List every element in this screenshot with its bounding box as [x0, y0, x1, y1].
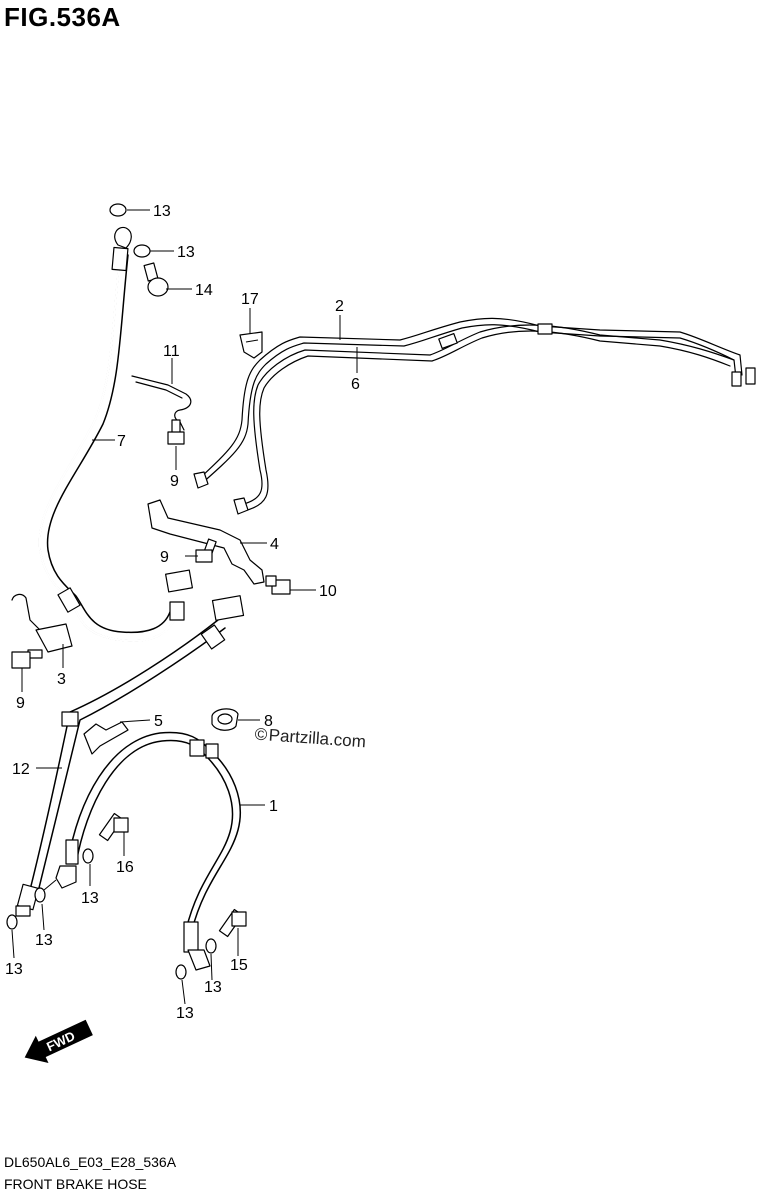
figure-title: FIG.536A — [4, 2, 121, 32]
callout-13c: 13 — [81, 890, 99, 907]
bolt-14[interactable] — [143, 262, 169, 297]
washer-13c — [82, 848, 94, 864]
callout-13f: 13 — [204, 979, 222, 996]
clamp-8[interactable] — [211, 708, 239, 731]
figure-code: DL650AL6_E03_E28_536A — [4, 1154, 177, 1170]
callout-16: 16 — [116, 859, 134, 876]
clamp-5[interactable] — [83, 721, 129, 755]
bracket-11[interactable] — [131, 375, 192, 431]
fwd-label: FWD — [44, 1028, 77, 1054]
washer-13e — [6, 914, 18, 930]
callout-5: 5 — [154, 713, 163, 730]
callout-3: 3 — [57, 671, 66, 688]
callout-15: 15 — [230, 957, 248, 974]
figure-caption: FRONT BRAKE HOSE — [4, 1176, 147, 1192]
bolt-9c[interactable] — [11, 649, 43, 669]
callout-11: 11 — [163, 343, 180, 360]
callout-17: 17 — [241, 291, 259, 308]
callout-numbers: 13 13 14 17 2 6 11 7 9 4 9 10 3 9 5 8 12… — [5, 203, 360, 1022]
callout-14: 14 — [195, 282, 213, 299]
brake-hose-12[interactable] — [15, 595, 245, 917]
brake-pipe-6[interactable] — [193, 323, 756, 515]
callout-13d: 13 — [35, 932, 53, 949]
bolt-15[interactable] — [218, 908, 247, 938]
brake-hose-7[interactable] — [38, 226, 193, 642]
callout-9b: 9 — [160, 549, 169, 566]
bolt-10[interactable] — [265, 575, 291, 595]
clip-17[interactable] — [239, 331, 263, 359]
bolt-16[interactable] — [98, 812, 129, 842]
watermark-brand: Partzilla.com — [268, 726, 366, 752]
callout-9a: 9 — [170, 473, 179, 490]
callout-13g: 13 — [176, 1005, 194, 1022]
callout-9c: 9 — [16, 695, 25, 712]
watermark: © Partzilla.com — [254, 725, 366, 752]
washer-13f — [205, 938, 217, 954]
leader-lines — [11, 209, 358, 1005]
callout-13e: 13 — [5, 961, 23, 978]
copyright-symbol: © — [254, 725, 268, 745]
callout-6: 6 — [351, 376, 360, 393]
callout-10: 10 — [319, 583, 337, 600]
callout-7: 7 — [117, 433, 126, 450]
fwd-arrow: FWD — [24, 1019, 93, 1064]
washer-13g — [175, 964, 187, 980]
washer-13d — [34, 887, 46, 903]
washer-13b — [133, 244, 151, 258]
callout-1: 1 — [269, 798, 278, 815]
callout-2: 2 — [335, 298, 344, 315]
callout-8: 8 — [264, 713, 273, 730]
callout-13b: 13 — [177, 244, 195, 261]
callout-13a: 13 — [153, 203, 171, 220]
bracket-4[interactable] — [147, 499, 265, 585]
callout-12: 12 — [12, 761, 30, 778]
brake-hose-1[interactable] — [43, 731, 242, 971]
washer-13a — [109, 203, 127, 217]
brake-pipe-2[interactable] — [199, 317, 743, 486]
bolt-9a[interactable] — [167, 419, 185, 445]
callout-4: 4 — [270, 536, 279, 553]
washers-13[interactable] — [6, 203, 217, 980]
